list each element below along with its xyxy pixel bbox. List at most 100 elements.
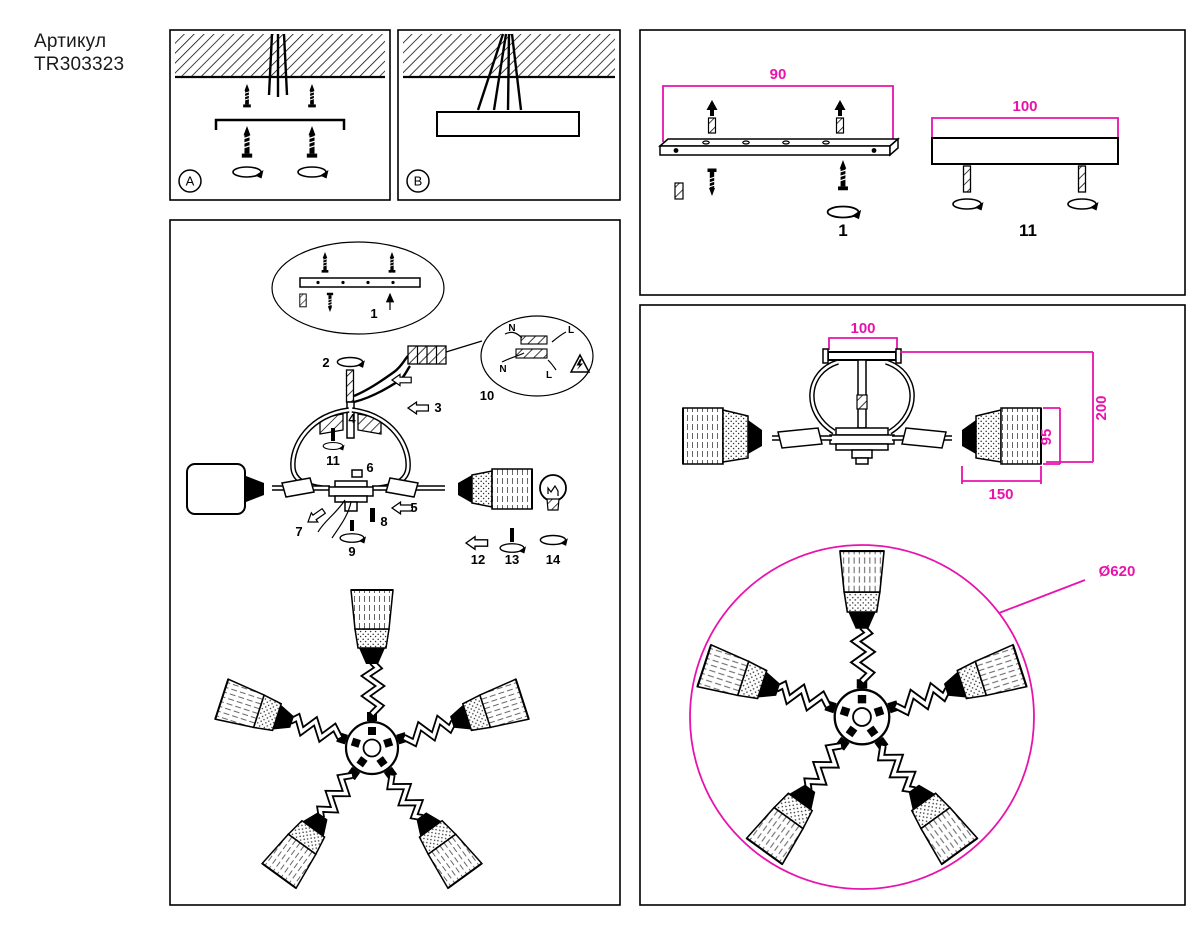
turn-arrow-icon: [339, 533, 367, 545]
part13-label: 13: [505, 552, 519, 567]
article-header: Артикул TR303323: [34, 30, 124, 76]
side-right-shade: [962, 407, 1042, 465]
diameter-circle: [689, 544, 1035, 890]
dim-150-lines: [961, 466, 1042, 484]
dim-diameter: Ø620: [1099, 563, 1136, 580]
screw-icon: [326, 292, 334, 313]
diameter-view: Ø620: [689, 544, 1136, 890]
insert-arrow-icon: [465, 536, 489, 550]
dimensions-panel-frame: [639, 304, 1186, 906]
plate-part-number: 11: [1019, 221, 1037, 240]
top-bar: [827, 351, 897, 361]
part2-label: 2: [322, 355, 329, 370]
part5-label: 5: [410, 500, 417, 515]
side-view: 100: [682, 320, 1110, 503]
turn-arrow-icon: [952, 198, 985, 212]
mounting-plate: [436, 111, 580, 137]
wiring-detail-bubble: N L N L: [480, 315, 594, 397]
left-shade: [186, 463, 264, 515]
part7-label: 7: [295, 524, 302, 539]
arm-plate: [777, 427, 823, 449]
article-label: Артикул: [34, 31, 107, 52]
dim-150: 150: [988, 486, 1013, 503]
canopy-plate: [931, 137, 1119, 165]
part8-label: 8: [380, 514, 387, 529]
part1-label: 1: [370, 306, 377, 321]
option-b-badge: [406, 169, 430, 193]
bottom-view-chandelier: [697, 551, 1026, 864]
panel-b: B: [403, 33, 615, 193]
assembly-panel-frame: [169, 219, 621, 906]
part4-label: 4: [348, 411, 356, 426]
bracket-screw-icon: [241, 125, 253, 159]
part6-label: 6: [366, 460, 373, 475]
bracket-part-number: 1: [838, 221, 847, 240]
wire-l-label: L: [546, 370, 552, 381]
panel-a-frame: [169, 29, 391, 201]
threaded-nipple: [345, 369, 355, 403]
ceiling-hatch: [175, 34, 385, 77]
detail-leader: [445, 340, 483, 353]
terminal-block: [407, 345, 447, 365]
wire-n-label: N: [499, 364, 506, 375]
assembly-view: 1 2: [186, 241, 594, 888]
dowel-icon: [674, 182, 684, 200]
small-bolt: [370, 508, 375, 522]
upper-column: [346, 401, 355, 439]
panel-a: A: [175, 33, 385, 193]
turn-arrow-icon: [322, 441, 346, 452]
dowel-icon: [299, 293, 307, 308]
wire-n-label: N: [508, 323, 515, 334]
hardware-panel-frame: [639, 29, 1186, 296]
center-body: [829, 427, 895, 465]
bulb-icon: [539, 474, 567, 511]
dim-90-lines: [662, 85, 894, 142]
threaded-stud: [962, 165, 972, 193]
part10-label: 10: [480, 388, 494, 403]
hardware-panel: 90 1 100: [658, 66, 1119, 240]
turn-arrow-icon: [232, 166, 265, 180]
diameter-leader: [998, 579, 1086, 614]
turn-arrow-icon: [539, 534, 569, 547]
anchor-icon: [833, 99, 847, 134]
option-a-letter: A: [186, 174, 195, 189]
turn-arrow-icon: [297, 166, 330, 180]
option-b-letter: B: [414, 174, 423, 189]
bracket-screw-icon: [306, 125, 318, 159]
arm-plate: [281, 477, 315, 498]
part9-label: 9: [348, 544, 355, 559]
dim-top-100: 100: [850, 320, 875, 337]
central-body: [328, 469, 374, 512]
electric-warning-icon: [569, 353, 591, 373]
dim-200-lines: [900, 351, 1094, 463]
side-left-shade: [682, 407, 762, 465]
screw-icon: [706, 167, 718, 197]
part3-label: 3: [434, 400, 441, 415]
insert-arrow-icon: [391, 501, 414, 515]
part14-label: 14: [546, 552, 561, 567]
horizontal-arms: [272, 477, 445, 498]
center-column: [857, 359, 867, 429]
option-a-badge: [178, 169, 202, 193]
part12-label: 12: [471, 552, 485, 567]
dim-100: 100: [1012, 98, 1037, 115]
bracket-detail-bubble: 1: [271, 241, 445, 335]
threaded-stud: [1077, 165, 1087, 193]
dimensions-panel: 100: [682, 320, 1136, 890]
mounting-bracket-line: [214, 118, 346, 130]
arm-plate: [901, 427, 947, 449]
right-shade: [458, 468, 533, 510]
part11-label: 11: [326, 453, 340, 468]
hanging-wires: [317, 499, 352, 539]
small-screw: [331, 428, 335, 441]
anchor-screw-icon: [242, 83, 252, 108]
insert-arrow-icon: [407, 401, 430, 415]
dim-top-100-lines: [828, 337, 898, 350]
panel-b-frame: [397, 29, 621, 201]
anchor-screw-icon: [307, 83, 317, 108]
anchor-icon: [705, 99, 719, 134]
dim-100-lines: [931, 117, 1119, 138]
turn-arrow-icon: [826, 205, 863, 221]
